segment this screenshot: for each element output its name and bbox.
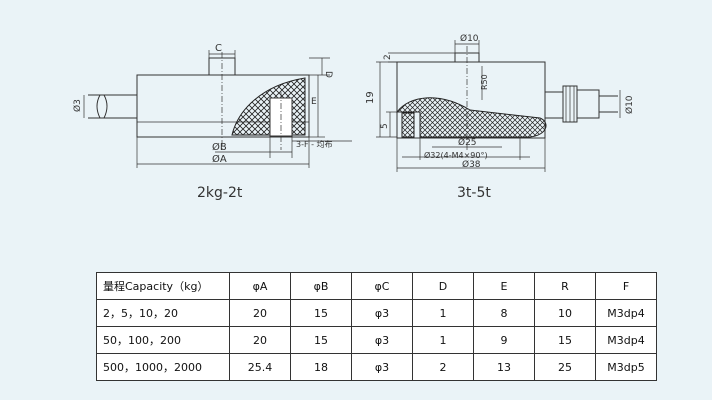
spec-table: 量程Capacity（kg） φA φB φC D E R F 2，5，10，2… [96, 272, 657, 381]
cell-f: M3dp4 [595, 299, 657, 327]
left-dim-d3: Ø3 [72, 99, 83, 112]
header-d: D [412, 272, 474, 300]
left-drawing-caption: 2kg-2t [197, 185, 243, 201]
right-dim-five: 5 [380, 123, 390, 129]
right-dim-d38: Ø38 [462, 159, 481, 170]
header-phi-c: φC [351, 272, 413, 300]
header-f: F [595, 272, 657, 300]
cell-phi-b: 15 [290, 326, 352, 354]
left-dim-e: E [311, 97, 317, 107]
right-dim-r50: R50 [480, 74, 489, 90]
right-dim-d32: Ø32(4-M4×90°) [424, 150, 488, 160]
cell-f: M3dp5 [595, 353, 657, 381]
cell-phi-c: φ3 [351, 326, 413, 354]
right-dim-d25: Ø25 [458, 137, 477, 148]
left-dim-c: C [215, 43, 222, 54]
cell-phi-a: 20 [229, 326, 291, 354]
header-e: E [473, 272, 535, 300]
table-row: 500，1000，2000 25.4 18 φ3 2 13 25 M3dp5 [96, 353, 657, 381]
right-drawing-caption: 3t-5t [457, 185, 491, 201]
cell-d: 1 [412, 326, 474, 354]
cell-f: M3dp4 [595, 326, 657, 354]
cell-d: 1 [412, 299, 474, 327]
header-phi-b: φB [290, 272, 352, 300]
cell-e: 8 [473, 299, 535, 327]
header-phi-a: φA [229, 272, 291, 300]
right-dim-nineteen: 19 [365, 91, 376, 104]
technical-drawing: C D E Ø3 ØB ØA 3-F - 均布 [72, 33, 635, 172]
left-dim-d: D [323, 71, 333, 78]
cell-phi-c: φ3 [351, 299, 413, 327]
cell-capacity: 50，100，200 [96, 326, 230, 354]
table-header-row: 量程Capacity（kg） φA φB φC D E R F [96, 272, 657, 300]
cell-phi-c: φ3 [351, 353, 413, 381]
left-dim-note: 3-F - 均布 [296, 139, 333, 149]
right-dim-d10-top: Ø10 [460, 33, 479, 44]
cell-capacity: 2，5，10，20 [96, 299, 230, 327]
right-load-cell-drawing [376, 40, 621, 172]
right-dim-d10-right: Ø10 [624, 95, 635, 114]
table-row: 50，100，200 20 15 φ3 1 9 15 M3dp4 [96, 326, 657, 354]
cell-phi-a: 20 [229, 299, 291, 327]
cell-phi-b: 15 [290, 299, 352, 327]
cell-r: 10 [534, 299, 596, 327]
cell-e: 13 [473, 353, 535, 381]
cell-phi-b: 18 [290, 353, 352, 381]
left-load-cell-drawing [83, 50, 352, 168]
left-dim-b: ØB [212, 141, 227, 153]
cell-e: 9 [473, 326, 535, 354]
header-capacity: 量程Capacity（kg） [96, 272, 230, 300]
cell-d: 2 [412, 353, 474, 381]
table-row: 2，5，10，20 20 15 φ3 1 8 10 M3dp4 [96, 299, 657, 327]
cell-capacity: 500，1000，2000 [96, 353, 230, 381]
cell-phi-a: 25.4 [229, 353, 291, 381]
right-dim-two: 2 [383, 54, 393, 60]
cell-r: 15 [534, 326, 596, 354]
cell-r: 25 [534, 353, 596, 381]
left-dim-a: ØA [212, 153, 227, 165]
header-r: R [534, 272, 596, 300]
